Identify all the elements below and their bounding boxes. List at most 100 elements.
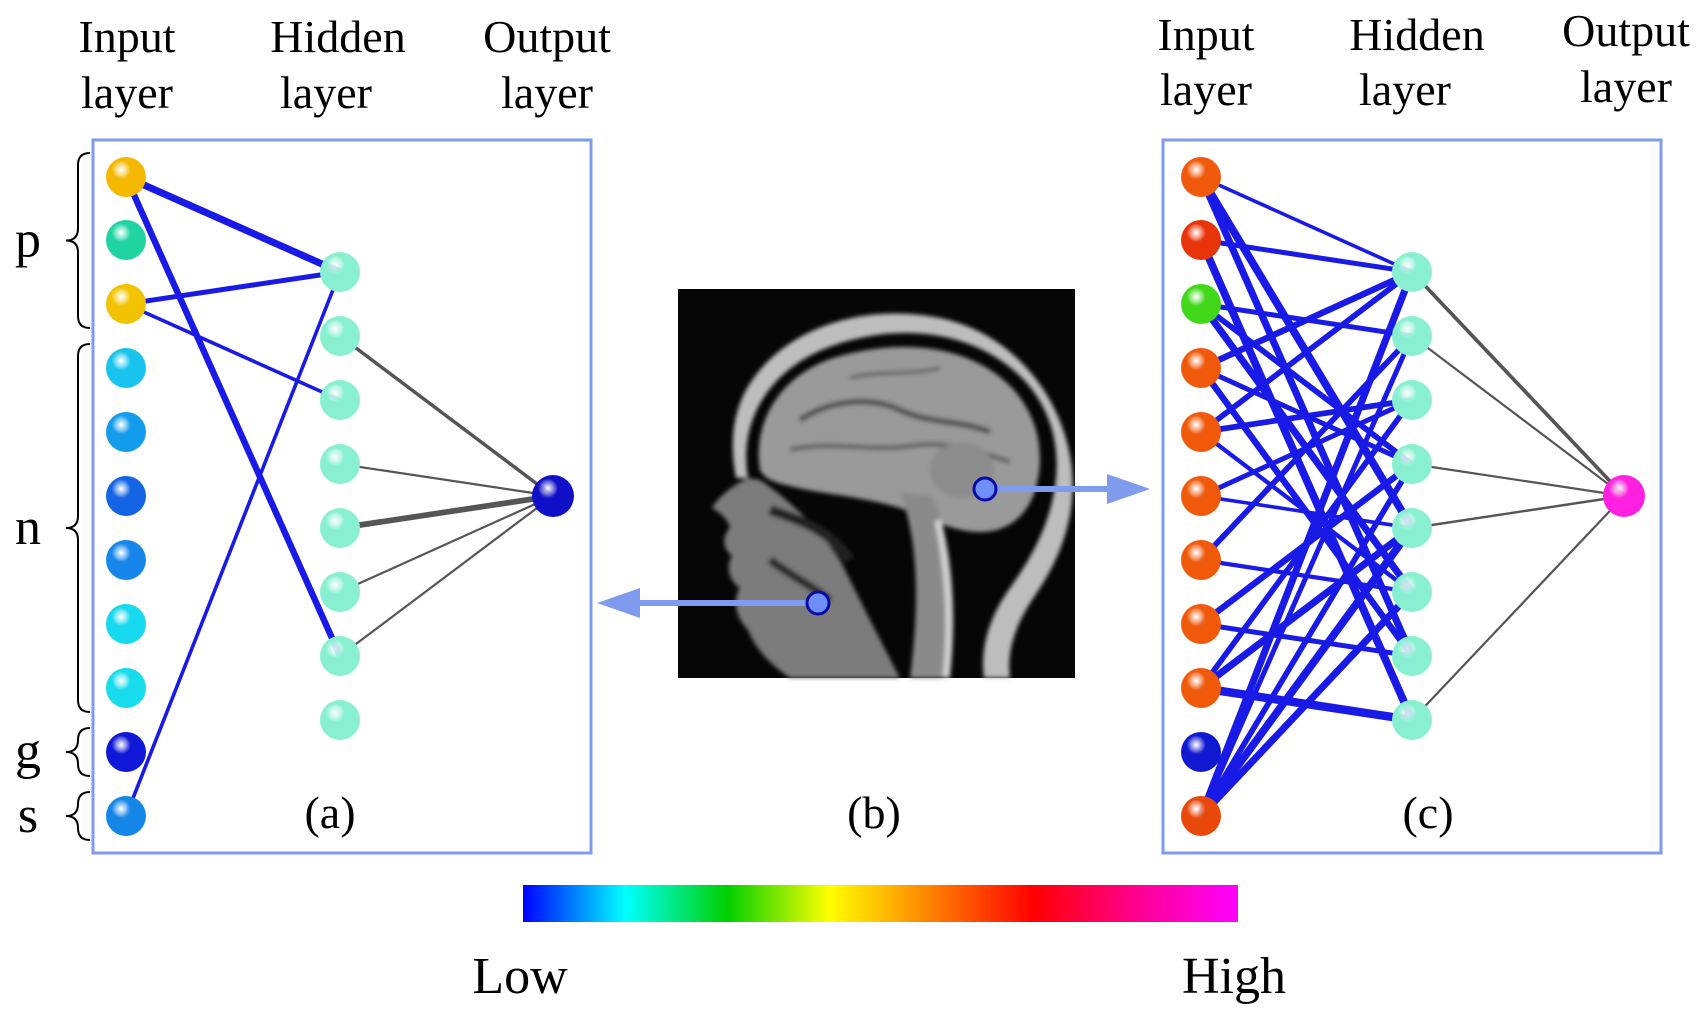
input-hidden-link bbox=[124, 173, 342, 276]
input-hidden-link bbox=[1197, 270, 1416, 818]
group-label: g bbox=[15, 723, 41, 780]
input-node bbox=[1181, 157, 1221, 197]
hidden-output-link bbox=[1411, 494, 1625, 530]
hidden-output-link bbox=[1411, 462, 1625, 498]
input-group-braces: p n gs bbox=[15, 152, 91, 844]
panel-c-caption: (c) bbox=[1402, 787, 1453, 838]
nodes bbox=[1181, 157, 1645, 836]
input-hidden-link bbox=[1200, 397, 1413, 435]
group-label: s bbox=[18, 787, 38, 844]
hidden-node bbox=[320, 252, 360, 292]
panel-a-input-header-2: layer bbox=[81, 67, 173, 118]
input-node bbox=[106, 668, 146, 708]
hidden-node bbox=[1392, 572, 1432, 612]
panel-c-input-header-2: layer bbox=[1160, 64, 1252, 115]
hidden-output-link bbox=[1411, 335, 1625, 497]
input-node bbox=[106, 284, 146, 324]
input-hidden-link bbox=[1199, 269, 1414, 371]
group-label: p bbox=[15, 212, 41, 269]
hidden-node bbox=[320, 508, 360, 548]
hidden-output-link bbox=[1410, 270, 1626, 498]
input-hidden-link bbox=[1198, 334, 1415, 818]
input-node bbox=[106, 732, 146, 772]
links bbox=[1197, 174, 1626, 819]
hidden-node bbox=[1392, 444, 1432, 484]
hidden-node bbox=[1392, 380, 1432, 420]
mri-head-sagittal-image bbox=[678, 289, 1075, 679]
hidden-node bbox=[320, 636, 360, 676]
panel-a-hidden-header-1: Hidden bbox=[270, 11, 405, 62]
hidden-node bbox=[320, 444, 360, 484]
panel-c-output-header-2: layer bbox=[1580, 61, 1672, 112]
input-hidden-link bbox=[1198, 334, 1415, 562]
panel-a-headers: Input layer Hidden layer Output layer bbox=[78, 11, 611, 118]
panel-b-caption: (b) bbox=[847, 787, 901, 838]
group-label: n bbox=[15, 499, 41, 556]
hidden-node bbox=[320, 316, 360, 356]
nodes bbox=[106, 157, 574, 836]
output-node bbox=[1603, 475, 1645, 517]
input-node bbox=[106, 540, 146, 580]
hidden-node bbox=[1392, 316, 1432, 356]
input-node bbox=[106, 476, 146, 516]
group-brace bbox=[65, 727, 91, 777]
panel-c-headers: Input layer Hidden layer Output layer bbox=[1157, 5, 1690, 115]
input-node bbox=[1181, 476, 1221, 516]
group-brace bbox=[65, 343, 91, 713]
hidden-output-link bbox=[339, 493, 554, 531]
panel-a-hidden-header-2: layer bbox=[280, 67, 372, 118]
panel-a-network bbox=[106, 157, 574, 836]
hidden-node bbox=[320, 380, 360, 420]
input-node bbox=[1181, 284, 1221, 324]
sample-marker-c bbox=[972, 476, 998, 502]
hidden-output-link bbox=[339, 495, 554, 657]
input-hidden-link bbox=[1199, 301, 1414, 467]
hidden-node bbox=[1392, 636, 1432, 676]
panel-c-frame bbox=[1161, 138, 1663, 855]
input-node bbox=[1181, 540, 1221, 580]
hidden-output-link bbox=[1411, 495, 1625, 721]
input-node bbox=[106, 348, 146, 388]
input-hidden-link bbox=[1198, 589, 1415, 819]
input-hidden-link bbox=[1199, 269, 1414, 435]
input-hidden-link bbox=[124, 271, 342, 817]
input-node bbox=[106, 157, 146, 197]
panel-c-hidden-header-2: layer bbox=[1359, 64, 1451, 115]
hidden-output-link bbox=[339, 494, 554, 594]
panel-c-hidden-header-1: Hidden bbox=[1349, 9, 1484, 60]
sample-marker-a bbox=[805, 590, 831, 616]
panel-a-frame bbox=[91, 138, 593, 855]
hidden-node bbox=[1392, 252, 1432, 292]
panel-c-input-header-1: Input bbox=[1157, 9, 1254, 60]
arrow-to-panel-c bbox=[972, 474, 1150, 504]
input-hidden-link bbox=[123, 175, 343, 658]
input-node bbox=[106, 412, 146, 452]
input-node bbox=[1181, 348, 1221, 388]
links bbox=[123, 173, 555, 817]
input-node bbox=[106, 796, 146, 836]
arrow-to-panel-a bbox=[597, 588, 831, 618]
panel-a-output-header-2: layer bbox=[501, 67, 593, 118]
input-node bbox=[106, 604, 146, 644]
hidden-node bbox=[320, 700, 360, 740]
panel-a-caption: (a) bbox=[304, 787, 355, 838]
input-hidden-link bbox=[125, 302, 341, 402]
input-node bbox=[1181, 796, 1221, 836]
colorbar-low-label: Low bbox=[472, 948, 568, 1005]
input-hidden-link bbox=[1198, 462, 1415, 818]
hidden-node bbox=[1392, 508, 1432, 548]
input-hidden-link bbox=[125, 269, 341, 307]
input-node bbox=[1181, 412, 1221, 452]
input-node bbox=[1181, 604, 1221, 644]
output-node bbox=[532, 475, 574, 517]
panel-a-input-header-1: Input bbox=[78, 11, 175, 62]
group-brace bbox=[65, 791, 91, 841]
input-node bbox=[1181, 668, 1221, 708]
colorbar bbox=[523, 885, 1238, 922]
input-hidden-link bbox=[1198, 525, 1415, 691]
colorbar-high-label: High bbox=[1182, 948, 1286, 1005]
hidden-output-link bbox=[339, 462, 554, 498]
input-hidden-link bbox=[1200, 237, 1413, 275]
hidden-node bbox=[1392, 700, 1432, 740]
